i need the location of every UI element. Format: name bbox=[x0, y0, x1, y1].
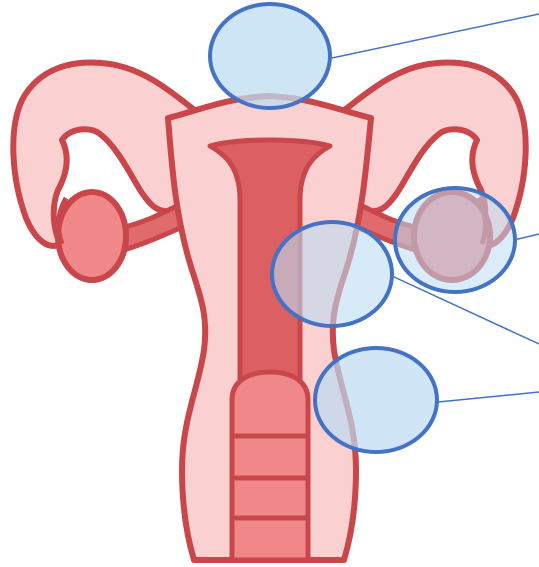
cervix-shape bbox=[232, 372, 308, 560]
vaginal-canal bbox=[232, 372, 308, 560]
marker-right-ovary[interactable] bbox=[395, 188, 515, 292]
leader-line-ovary bbox=[514, 234, 539, 240]
marker-uterine-wall[interactable] bbox=[272, 222, 392, 326]
left-ovary bbox=[58, 192, 126, 280]
leader-line-fundus bbox=[332, 14, 539, 58]
marker-fundus[interactable] bbox=[210, 4, 330, 108]
marker-cervix[interactable] bbox=[315, 348, 437, 452]
leader-line-cervix bbox=[438, 392, 539, 402]
